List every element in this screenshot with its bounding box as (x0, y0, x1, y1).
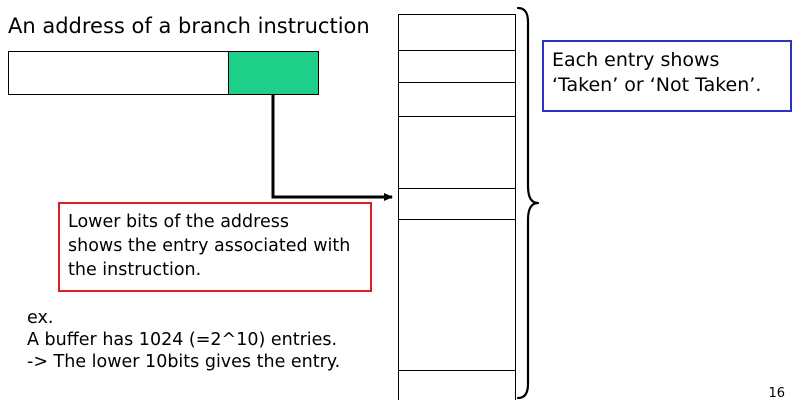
branch-history-buffer (398, 14, 516, 400)
note-line: the instruction. (68, 260, 202, 280)
address-lower-bits (228, 51, 319, 95)
lower-bits-note: Lower bits of the address shows the entr… (58, 202, 372, 292)
buffer-entry (399, 116, 515, 188)
page-number: 16 (768, 386, 785, 401)
note-line: Lower bits of the address (68, 212, 289, 232)
note-line: Each entry shows (552, 49, 720, 71)
buffer-brace (516, 6, 540, 400)
diagram-title: An address of a branch instruction (8, 14, 370, 38)
example-text: ex. A buffer has 1024 (=2^10) entries. -… (27, 307, 340, 373)
buffer-entry-selected (399, 188, 515, 219)
example-line: A buffer has 1024 (=2^10) entries. (27, 330, 338, 350)
note-line: ‘Taken’ or ‘Not Taken’. (552, 74, 762, 96)
buffer-entry (399, 15, 515, 50)
example-line: ex. (27, 308, 54, 328)
buffer-entry-note: Each entry shows ‘Taken’ or ‘Not Taken’. (542, 40, 792, 112)
note-line: shows the entry associated with (68, 236, 351, 256)
index-arrow (271, 95, 393, 201)
buffer-entry (399, 370, 515, 401)
example-line: -> The lower 10bits gives the entry. (27, 352, 341, 372)
buffer-entry (399, 219, 515, 370)
buffer-entry (399, 50, 515, 82)
buffer-entry (399, 82, 515, 116)
